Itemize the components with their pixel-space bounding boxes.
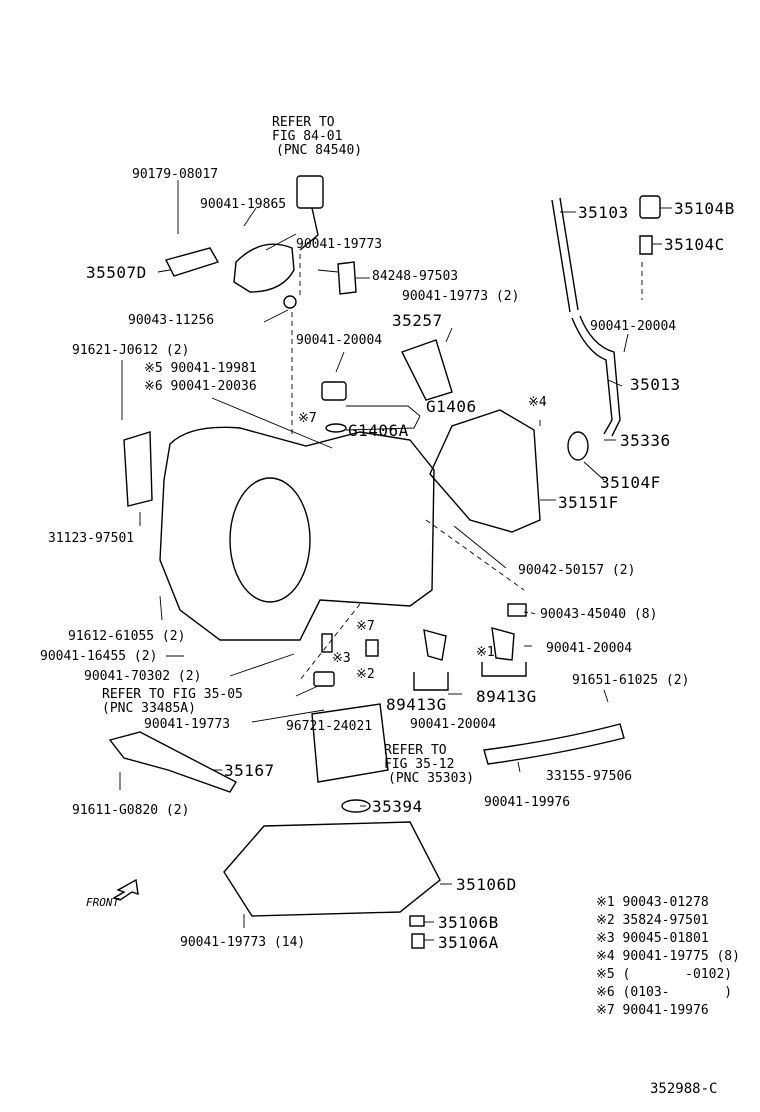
cover-part — [401, 339, 453, 401]
label-note2: ※2 — [356, 667, 375, 682]
label-33155: 33155-97506 — [546, 769, 633, 784]
switch-part — [164, 243, 297, 309]
oil-pan-part — [223, 821, 441, 917]
label-35106D: 35106D — [456, 875, 517, 894]
sensor-part — [321, 381, 347, 433]
label-90041-19773-d: 90041-19773 (14) — [180, 935, 306, 950]
note-7: ※7 90041-19976 — [596, 1003, 709, 1018]
label-35507D: 35507D — [86, 263, 147, 282]
label-35013: 35013 — [630, 375, 681, 394]
label-84248: 84248-97503 — [372, 269, 459, 284]
strainer-part — [311, 703, 389, 783]
label-35151F: 35151F — [558, 493, 619, 512]
label-90041-19773-a: 90041-19773 — [296, 237, 383, 252]
bracket-35167-part — [108, 731, 237, 793]
note-5: ※5 ( -0102) — [596, 967, 733, 982]
speed-sensor-part-2 — [491, 627, 515, 661]
note-4: ※4 90041-19775 (8) — [596, 949, 740, 964]
label-refer-3512-c: (PNC 35303) — [388, 771, 475, 786]
note-3: ※3 90045-01801 — [596, 931, 709, 946]
label-35104F: 35104F — [600, 473, 661, 492]
transmission-case-part — [159, 426, 435, 641]
label-89413G-a: 89413G — [386, 695, 447, 714]
bellhousing-ring — [229, 477, 311, 603]
plate-part — [313, 671, 335, 687]
label-91621: 91621-J0612 (2) — [72, 343, 190, 358]
label-35394: 35394 — [372, 797, 423, 816]
drain-plug-washer — [409, 915, 425, 927]
note-2: ※2 35824-97501 — [596, 913, 709, 928]
label-note7b: ※7 — [356, 619, 375, 634]
label-note6: ※6 90041-20036 — [144, 379, 257, 394]
label-90041-19865: 90041-19865 — [200, 197, 287, 212]
label-refer-8401-a: REFER TO — [272, 115, 335, 130]
label-90041-19976: 90041-19976 — [484, 795, 571, 810]
dipstick-tube-part — [551, 195, 661, 437]
label-90041-20004-b: 90041-20004 — [590, 319, 677, 334]
label-35167: 35167 — [224, 761, 275, 780]
label-91651: 91651-61025 (2) — [572, 673, 690, 688]
drain-plug — [411, 933, 425, 949]
label-90041-70302: 90041-70302 (2) — [84, 669, 202, 684]
label-note1: ※1 — [476, 645, 495, 660]
label-35104C: 35104C — [664, 235, 725, 254]
label-91611: 91611-G0820 (2) — [72, 803, 190, 818]
label-90041-20004-d: 90041-20004 — [410, 717, 497, 732]
notes-list: ※1 90043-01278 ※2 35824-97501 ※3 90045-0… — [596, 894, 740, 1020]
label-96721: 96721-24021 — [286, 719, 373, 734]
label-31123: 31123-97501 — [48, 531, 135, 546]
label-refer-8401-c: (PNC 84540) — [276, 143, 363, 158]
label-refer-8401-b: FIG 84-01 — [272, 129, 343, 144]
label-35106A: 35106A — [438, 933, 499, 952]
seal-part — [567, 431, 589, 461]
note-6: ※6 (0103- ) — [596, 985, 733, 1000]
label-note5: ※5 90041-19981 — [144, 361, 257, 376]
label-90041-20004-c: 90041-20004 — [546, 641, 633, 656]
label-35106B: 35106B — [438, 913, 499, 932]
label-refer-3505-b: (PNC 33485A) — [102, 701, 196, 716]
label-90043-11256: 90043-11256 — [128, 313, 215, 328]
front-arrow-icon — [112, 878, 139, 901]
plug-part — [507, 603, 527, 617]
extension-housing-part — [429, 409, 541, 533]
connector-harness-part — [296, 175, 324, 251]
label-refer-3512-a: REFER TO — [384, 743, 447, 758]
label-35336: 35336 — [620, 431, 671, 450]
label-90041-19773-c: 90041-19773 — [144, 717, 231, 732]
label-note3: ※3 — [332, 651, 351, 666]
label-35104B: 35104B — [674, 199, 735, 218]
label-note7a: ※7 — [298, 411, 317, 426]
label-90042: 90042-50157 (2) — [518, 563, 636, 578]
label-90179: 90179-08017 — [132, 167, 219, 182]
side-cover-part — [123, 431, 153, 507]
label-refer-3512-b: FIG 35-12 — [384, 757, 455, 772]
label-G1406A: G1406A — [348, 421, 409, 440]
label-35257: 35257 — [392, 311, 443, 330]
label-refer-3505-a: REFER TO FIG 35-05 — [102, 687, 243, 702]
label-90041-16455: 90041-16455 (2) — [40, 649, 158, 664]
label-note4: ※4 — [528, 395, 547, 410]
label-front: FRONT — [86, 896, 120, 909]
label-G1406: G1406 — [426, 397, 477, 416]
figure-id: 352988-C — [650, 1081, 718, 1097]
label-35103: 35103 — [578, 203, 629, 222]
label-91612: 91612-61055 (2) — [68, 629, 186, 644]
note-1: ※1 90043-01278 — [596, 895, 709, 910]
speed-sensor-part — [423, 629, 447, 661]
spring-part — [321, 633, 333, 653]
label-90041-19773-b: 90041-19773 (2) — [402, 289, 520, 304]
label-90041-20004-a: 90041-20004 — [296, 333, 383, 348]
bracket-bolts-89413G — [413, 662, 527, 691]
oil-seal-35394 — [341, 799, 371, 813]
label-89413G-b: 89413G — [476, 687, 537, 706]
label-90043-45040: 90043-45040 (8) — [540, 607, 658, 622]
bracket-part — [337, 261, 357, 295]
filter-part — [365, 639, 379, 657]
pipe-part — [483, 723, 625, 765]
